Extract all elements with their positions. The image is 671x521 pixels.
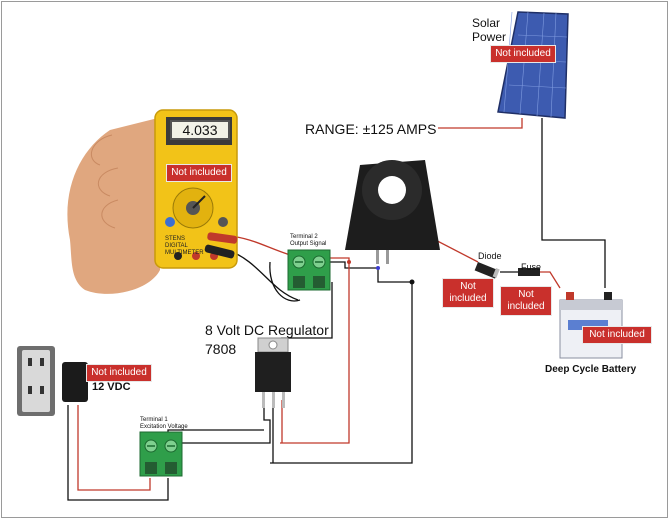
multimeter-brand-line2: DIGITAL — [165, 243, 188, 249]
current-sensor-icon — [345, 160, 440, 264]
power-adapter-icon — [62, 362, 88, 402]
battery-label: Deep Cycle Battery — [545, 364, 637, 375]
regulator-label-line1: 8 Volt DC Regulator — [205, 322, 329, 338]
wall-outlet-icon — [17, 346, 55, 416]
not-included-badge-diode: Not included — [442, 278, 494, 308]
multimeter-brand-line3: MULTIMETER — [165, 250, 204, 256]
terminal-2-label: Terminal 2 Output Signal — [290, 234, 327, 247]
fuse-icon — [518, 268, 540, 276]
hand-icon — [67, 118, 160, 294]
supply-wire-red — [77, 405, 151, 491]
not-included-badge-battery: Not included — [582, 326, 652, 344]
solar-red — [438, 118, 523, 129]
terminal-1-block — [139, 431, 183, 477]
not-included-badge-fuse: Not included — [500, 286, 552, 316]
probe-red-icon — [207, 232, 238, 244]
range-label: RANGE: ±125 AMPS — [305, 121, 437, 137]
regulator-icon — [255, 337, 291, 408]
regulator-label-line2: 7808 — [205, 341, 237, 357]
not-included-badge-adapter: Not included — [86, 364, 152, 382]
probe-black-icon — [204, 244, 235, 259]
sensor-red-down — [280, 262, 350, 444]
supply-voltage-label: 12 VDC — [92, 381, 131, 393]
multimeter-brand-line1: STENS — [165, 236, 186, 242]
solar-black — [541, 118, 606, 288]
solar-power-label: Solar Power — [472, 16, 507, 44]
not-included-badge-solar: Not included — [490, 45, 556, 63]
t2-to-sensor-black — [330, 261, 378, 269]
fuse-to-battery — [540, 271, 561, 289]
terminal-1-label: Terminal 1 Excitation Voltage — [140, 417, 188, 430]
terminal-2-block — [287, 249, 331, 291]
bus-to-regulator — [281, 282, 333, 339]
battery-icon — [559, 292, 623, 359]
supply-wire-black — [67, 405, 169, 501]
diode-icon — [474, 262, 500, 279]
solar-panel-icon — [497, 11, 569, 119]
not-included-badge-meter: Not included — [166, 164, 232, 182]
probe-wire-black-loop — [269, 261, 301, 302]
multimeter-reading: 4.033 — [170, 120, 230, 140]
diode-label: Diode — [478, 251, 502, 261]
fuse-label: Fuse — [521, 262, 542, 272]
